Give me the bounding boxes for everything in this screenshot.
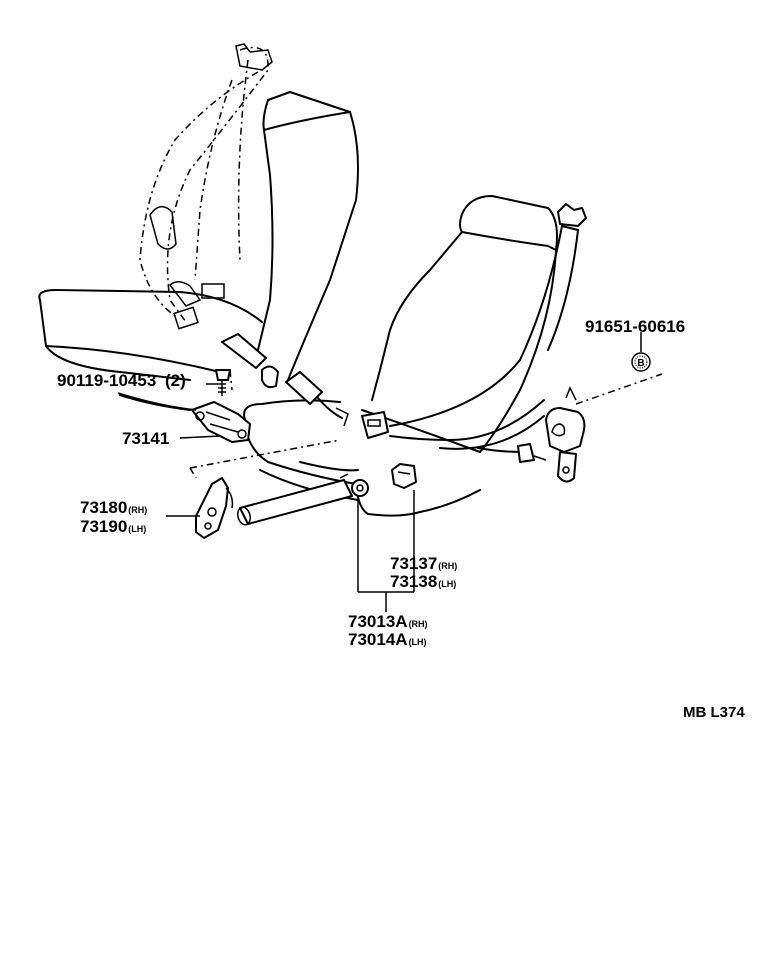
left-seat-belt-phantom: [139, 43, 273, 330]
lower-mechanism-parts: [195, 463, 417, 539]
svg-text:73013A(RH): 73013A(RH): [348, 612, 428, 631]
phantom-guide-lines: [189, 369, 663, 479]
svg-text:90119-10453 (2): 90119-10453 (2): [57, 371, 186, 390]
right-seat-belt: [361, 203, 587, 483]
svg-text:73138(LH): 73138(LH): [390, 572, 456, 591]
marker-b-symbol: B: [631, 352, 651, 372]
part-number-73014A: 73014A: [348, 630, 408, 649]
marker-b-letter: B: [637, 358, 644, 369]
part-labels: 90119-10453 (2) 73141 73180(RH) 73190(LH…: [57, 317, 745, 721]
part-number-90119-10453: 90119-10453: [57, 371, 156, 390]
part-side-73138: (LH): [438, 579, 456, 589]
part-side-73137: (RH): [438, 561, 457, 571]
svg-text:73137(RH): 73137(RH): [390, 554, 457, 573]
drawing-id: MB L374: [683, 704, 745, 721]
part-number-73138: 73138: [390, 572, 437, 591]
right-seat-illustration: [243, 195, 558, 517]
part-side-73013A: (RH): [409, 619, 428, 629]
part-side-73190: (LH): [128, 524, 146, 534]
svg-text:73180(RH): 73180(RH): [80, 498, 147, 517]
svg-text:73190(LH): 73190(LH): [80, 517, 146, 536]
part-side-73014A: (LH): [409, 637, 427, 647]
part-number-73013A: 73013A: [348, 612, 408, 631]
part-number-91651-60616: 91651-60616: [585, 317, 685, 336]
part-number-73190: 73190: [80, 517, 127, 536]
part-number-73180: 73180: [80, 498, 127, 517]
inner-buckle-parts: [191, 333, 349, 443]
part-number-73141: 73141: [122, 429, 169, 448]
part-number-73137: 73137: [390, 554, 437, 573]
left-seat-illustration: [38, 91, 359, 411]
part-side-73180: (RH): [128, 505, 147, 515]
part-qty-90119-10453: (2): [165, 371, 186, 390]
leader-lines: [117, 332, 642, 612]
svg-text:73014A(LH): 73014A(LH): [348, 630, 427, 649]
